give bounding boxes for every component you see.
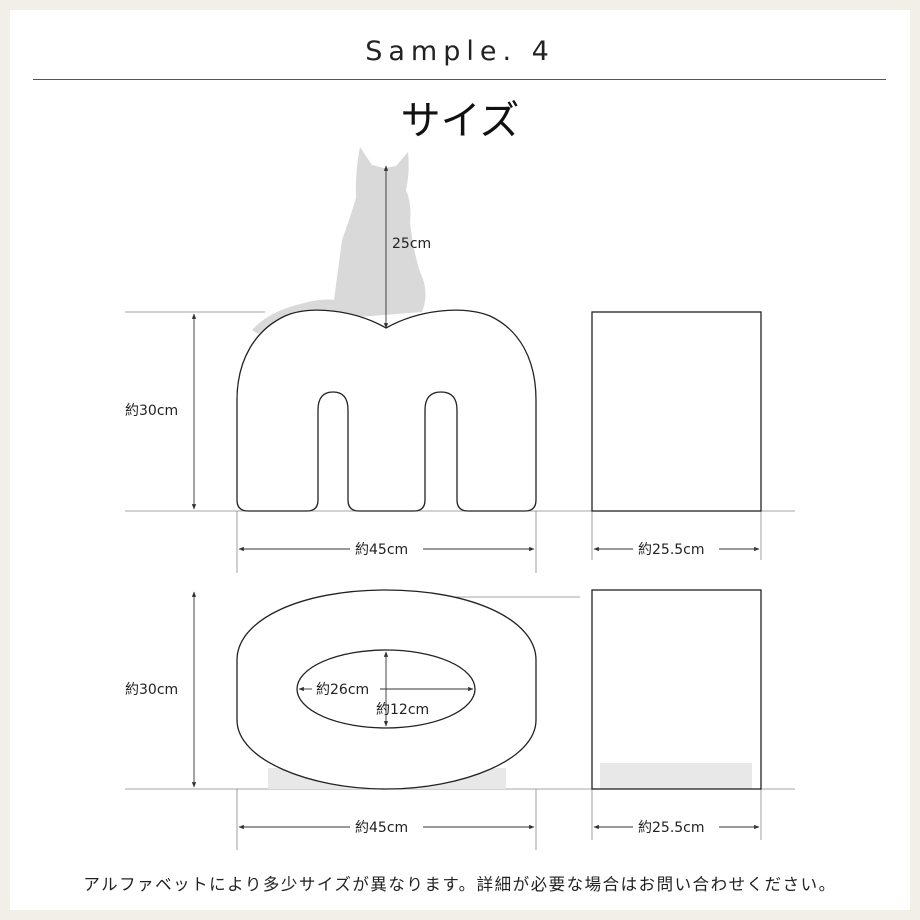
page-title: Sample. 4 [365,36,555,67]
o-width-label: 約45cm [355,820,408,836]
o-hole-height-label: 約12cm [376,702,429,718]
o-depth-label: 約25.5cm [638,820,705,836]
m-depth-label: 約25.5cm [638,542,705,558]
size-disclaimer: アルファベットにより多少サイズが異なります。詳細が必要な場合はお問い合わせくださ… [83,875,837,894]
cat-silhouette [252,147,426,334]
o-height-label: 約30cm [125,682,178,698]
title-divider [33,79,886,80]
o-hole-width-label: 約26cm [316,682,369,698]
letter-o-side-shadow [600,763,752,789]
m-height-label: 約30cm [125,403,178,419]
letter-m-side-view [591,311,762,512]
dimension-arrows [191,165,760,830]
m-width-label: 約45cm [355,542,408,558]
letter-m-outline [236,309,537,512]
size-heading: サイズ [400,98,520,144]
letter-o-side-view [591,589,762,790]
cat-height-label: 25cm [392,236,431,252]
